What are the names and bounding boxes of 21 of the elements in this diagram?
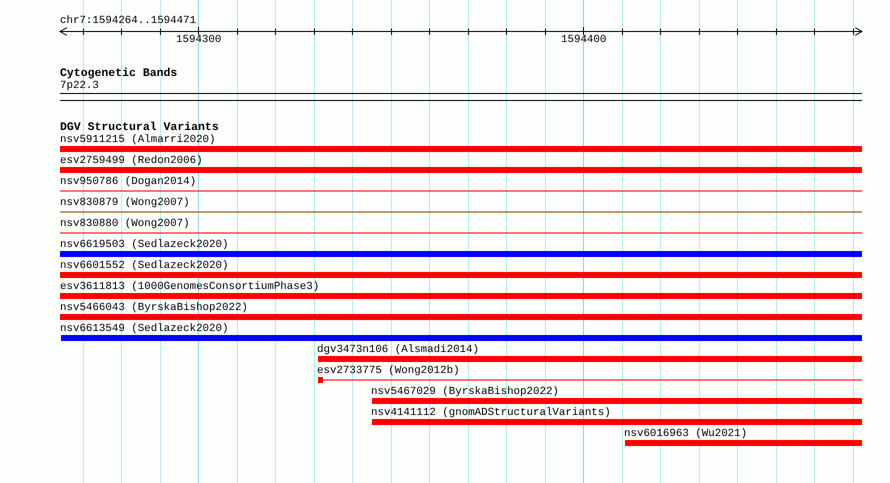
feature-label: nsv5911215 (Almarri2020) [60,134,216,146]
feature-label: nsv4141112 (gnomADStructuralVariants) [371,407,611,419]
feature-label: esv2733775 (Wong2012b) [317,365,460,377]
feature-label: nsv5467029 (ByrskaBishop2022) [371,386,559,398]
feature-label: nsv6619503 (Sedlazeck2020) [60,239,228,251]
track-title: DGV Structural Variants [60,122,219,134]
region-label: 7p22.3 [60,80,99,92]
feature-label: nsv830880 (Wong2007) [60,218,190,230]
region-label: chr7:1594264..1594471 [60,15,196,27]
track-title: Cytogenetic Bands [60,68,178,80]
feature-label: nsv830879 (Wong2007) [60,197,190,209]
feature-label: nsv950786 (Dogan2014) [60,176,196,188]
feature-label: esv3611813 (1000GenomesConsortiumPhase3) [60,281,320,293]
feature-label: nsv6601552 (Sedlazeck2020) [60,260,228,272]
feature-label: esv2759499 (Redon2006) [60,155,203,167]
feature-label: dgv3473n106 (Alsmadi2014) [317,344,479,356]
feature-label: nsv5466043 (ByrskaBishop2022) [60,302,248,314]
tick-label: 1594300 [176,34,222,46]
feature-label: nsv6613549 (Sedlazeck2020) [60,323,228,335]
feature-label: nsv6016963 (Wu2021) [624,428,748,440]
tick-label: 1594400 [561,34,606,46]
